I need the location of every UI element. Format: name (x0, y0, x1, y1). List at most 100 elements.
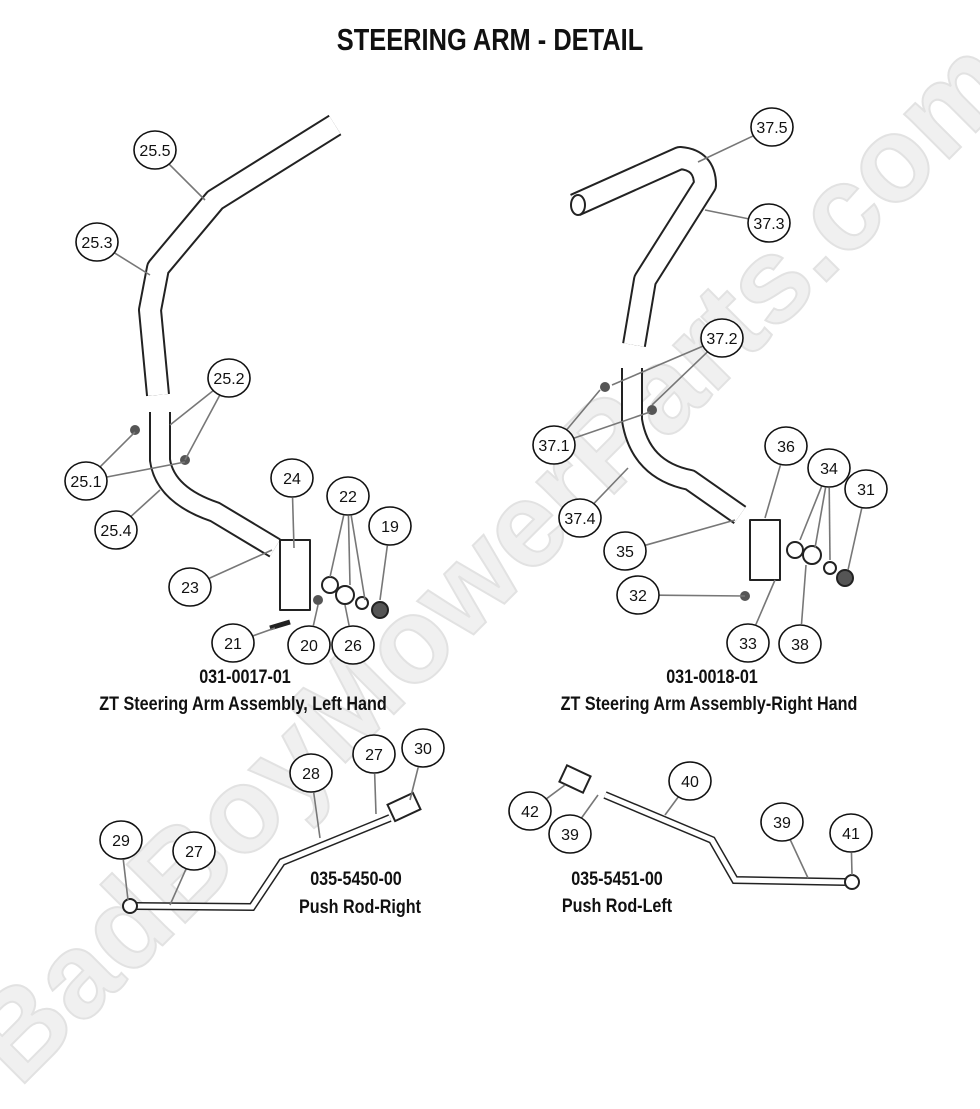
leader-line (800, 564, 807, 625)
callout-label: 22 (339, 489, 357, 506)
leader-line (113, 251, 151, 276)
callout-label: 34 (820, 461, 838, 478)
callout-bubble (844, 469, 888, 509)
callout-bubble (211, 623, 255, 663)
leader-line (99, 431, 136, 468)
leader-line (704, 209, 750, 220)
callout: 25.3 (75, 222, 151, 276)
callout-bubble (287, 625, 331, 665)
callout-bubble (603, 531, 647, 571)
leader-line (814, 487, 827, 549)
callout: 22 (326, 476, 370, 601)
callout-label: 25.3 (81, 235, 112, 252)
callout-label: 25.5 (139, 143, 170, 160)
callout-label: 37.3 (753, 216, 784, 233)
callout: 24 (270, 458, 314, 549)
callout: 25.2 (169, 358, 251, 461)
callout-label: 33 (739, 636, 757, 653)
callout: 29 (99, 820, 143, 901)
callout-label: 19 (381, 519, 399, 536)
callout: 25.4 (94, 489, 161, 550)
callout: 27 (352, 734, 396, 815)
callout: 37.4 (558, 467, 629, 538)
callout-label: 29 (112, 833, 130, 850)
leader-line (664, 796, 679, 816)
callout-bubble (270, 458, 314, 498)
leader-line (799, 486, 823, 541)
callout-label: 30 (414, 741, 432, 758)
leader-line (409, 767, 419, 801)
leader-line (611, 345, 704, 386)
push-rod-right-name: Push Rod-Right (298, 897, 422, 918)
page-title: STEERING ARM - DETAIL (336, 22, 644, 57)
callout: 40 (664, 761, 712, 816)
leader-line (850, 852, 853, 876)
callout-bubble (64, 461, 108, 501)
callout-label: 27 (185, 844, 203, 861)
callout-label: 23 (181, 580, 199, 597)
callout-bubble (532, 425, 576, 465)
callout: 37.5 (697, 107, 794, 163)
callout-label: 38 (791, 637, 809, 654)
callout-label: 27 (365, 747, 383, 764)
callout-label: 31 (857, 482, 875, 499)
leader-line (651, 351, 709, 406)
callout-bubble (750, 107, 794, 147)
leader-line (847, 508, 863, 571)
callout: 42 (508, 784, 566, 831)
callout: 27 (169, 831, 216, 906)
callout: 37.2 (611, 318, 744, 406)
leader-line (122, 859, 129, 901)
callout-label: 39 (773, 815, 791, 832)
left-assembly-name: ZT Steering Arm Assembly, Left Hand (99, 694, 387, 715)
callout-label: 25.2 (213, 371, 244, 388)
callout-bubble (94, 510, 138, 550)
callout: 39 (548, 794, 599, 854)
leader-line (130, 489, 161, 518)
callout-bubble (368, 506, 412, 546)
callout-bubble (548, 814, 592, 854)
callout-label: 37.1 (538, 438, 569, 455)
leader-line (379, 545, 389, 601)
callout-bubble (558, 498, 602, 538)
callout-bubble (172, 831, 216, 871)
leader-line (350, 515, 366, 601)
callout-label: 37.4 (564, 511, 595, 528)
leader-line (207, 549, 273, 580)
callout: 41 (829, 813, 873, 876)
leader-line (755, 579, 776, 625)
callout-bubble (401, 728, 445, 768)
leader-line (572, 411, 651, 440)
callout: 20 (287, 604, 331, 665)
leader-line (312, 792, 321, 839)
push-rod-left-name: Push Rod-Left (561, 896, 673, 917)
callout-bubble (778, 624, 822, 664)
callout: 34 (799, 448, 851, 561)
leader-line (566, 389, 601, 431)
leader-line (789, 839, 809, 879)
callout: 36 (764, 426, 808, 519)
leader-line (697, 134, 755, 163)
leader-line (545, 784, 566, 800)
callout-label: 37.5 (756, 120, 787, 137)
callout-label: 37.2 (706, 331, 737, 348)
callout-label: 39 (561, 827, 579, 844)
leader-line (828, 487, 831, 561)
callout-bubble (168, 567, 212, 607)
callout-bubble (331, 625, 375, 665)
callout-bubble (289, 753, 333, 793)
leader-line (168, 163, 206, 201)
callout-bubble (508, 791, 552, 831)
callout-bubble (807, 448, 851, 488)
push-rod-right-part-number: 035-5450-00 (310, 869, 402, 890)
left-assembly-part-number: 031-0017-01 (199, 667, 291, 688)
callout-bubble (829, 813, 873, 853)
callout: 26 (331, 604, 375, 665)
leader-line (184, 395, 221, 461)
callout-label: 41 (842, 826, 860, 843)
leader-line (169, 389, 214, 426)
callout: 31 (844, 469, 888, 571)
leader-line (169, 868, 187, 906)
